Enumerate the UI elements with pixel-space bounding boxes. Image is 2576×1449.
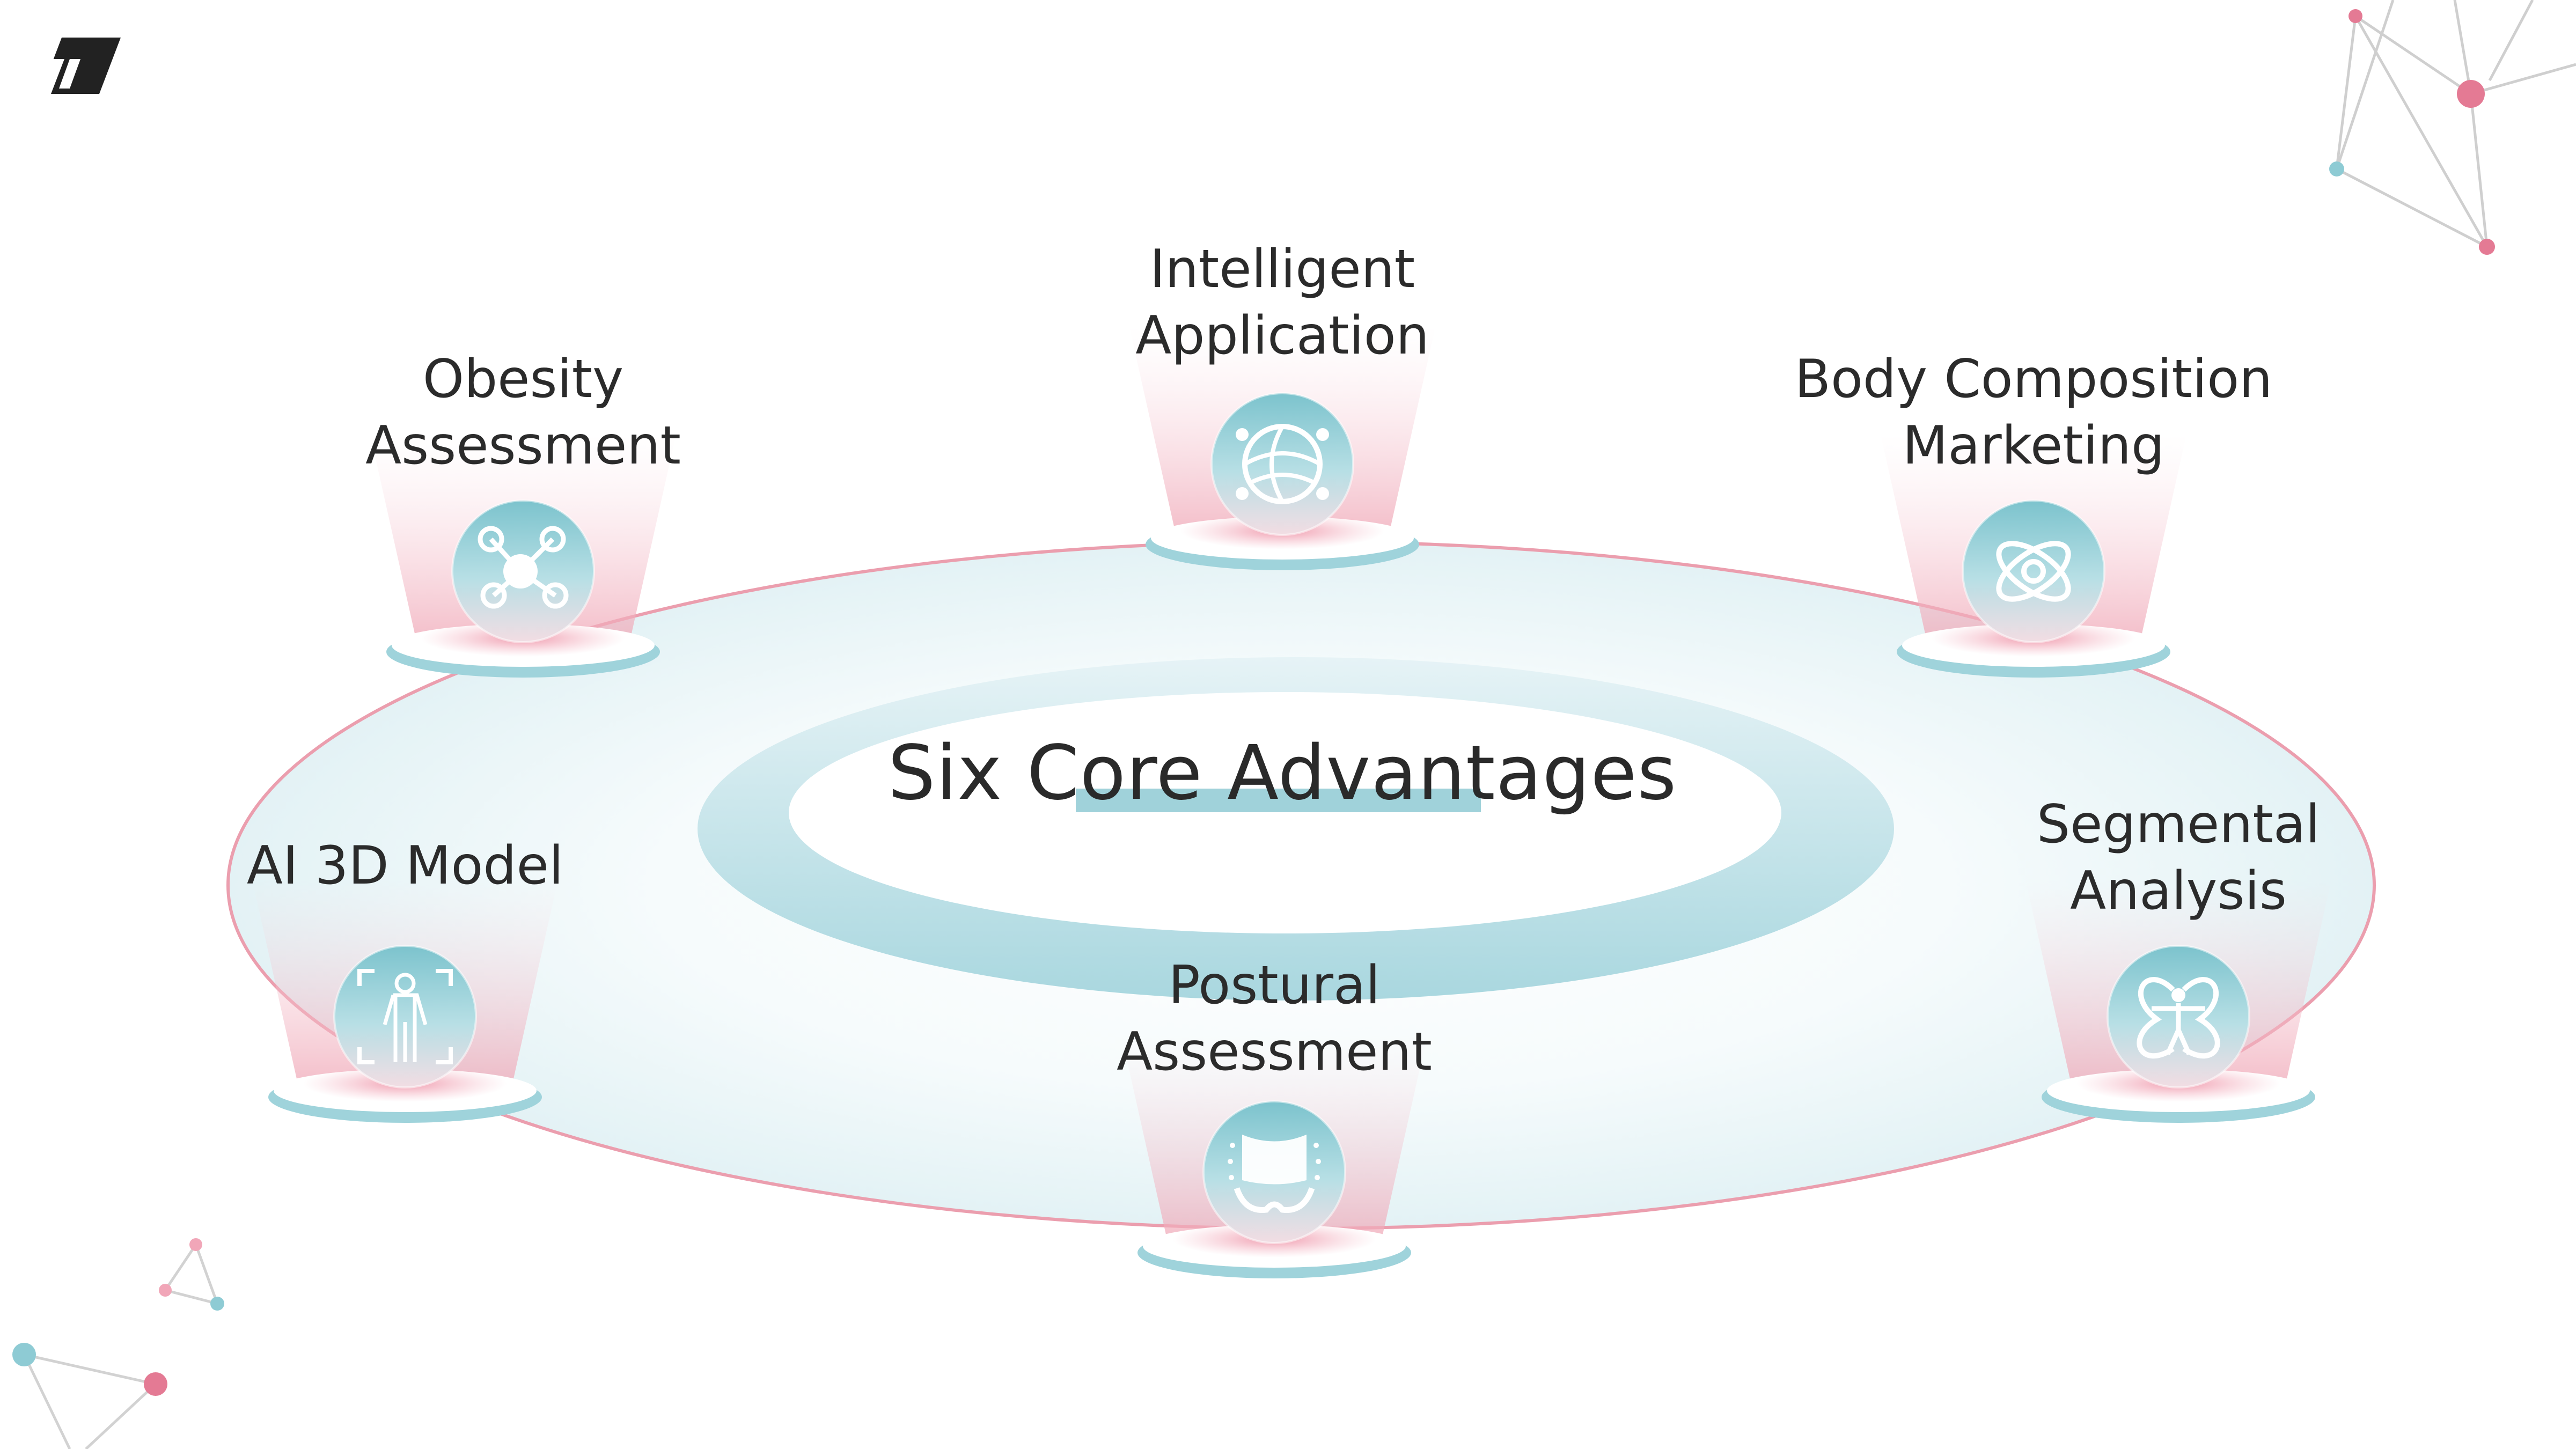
inner-ring-hole (789, 692, 1781, 933)
diagram-title: Six Core Advantages (887, 730, 1677, 817)
network-node (2457, 80, 2485, 108)
segmental-body-icon (2137, 977, 2220, 1059)
atom-icon (1996, 541, 2071, 602)
pelvis-icon (1228, 1135, 1321, 1213)
network-node (2329, 161, 2344, 176)
icon-sphere (1963, 501, 2104, 642)
label-line-1: Obesity (422, 349, 624, 410)
label-line-2: Assessment (365, 415, 681, 476)
network-decoration-top-right (2335, 0, 2576, 248)
network-node (2479, 239, 2495, 255)
network-decoration-bottom-left (23, 1244, 219, 1449)
body-scan-icon (357, 969, 453, 1064)
network-node (189, 1238, 202, 1251)
icon-sphere (1212, 393, 1353, 535)
label-line-2: Assessment (1117, 1021, 1432, 1083)
label-line-1: Segmental (2036, 794, 2321, 855)
network-node (2349, 9, 2362, 23)
label-line-2: Marketing (1902, 415, 2165, 476)
globe-network-icon (1236, 424, 1329, 504)
node-intelligent-application (1129, 327, 1435, 570)
node-segmental-analysis (2025, 880, 2331, 1123)
node-obesity-assessment (370, 435, 676, 678)
network-node (210, 1297, 224, 1311)
icon-sphere (334, 946, 476, 1087)
label-line-1: Body Composition (1794, 349, 2273, 410)
brand-logo-icon (35, 38, 121, 94)
title-underline (1076, 789, 1481, 812)
node-ai-3d-model (252, 880, 558, 1123)
label-line-2: Application (1135, 305, 1429, 366)
label-line-1: AI 3D Model (246, 835, 564, 896)
label-ai-3d-model: AI 3D Model (247, 833, 563, 899)
network-node (12, 1343, 36, 1366)
label-line-1: Postural (1168, 955, 1381, 1016)
network-node (159, 1284, 172, 1297)
node-body-composition-marketing (1881, 435, 2186, 678)
network-node (144, 1372, 167, 1396)
label-line-2: Analysis (2070, 860, 2287, 922)
label-line-1: Intelligent (1149, 239, 1415, 300)
molecule-icon (478, 526, 569, 609)
node-postural-assessment (1121, 1035, 1427, 1278)
